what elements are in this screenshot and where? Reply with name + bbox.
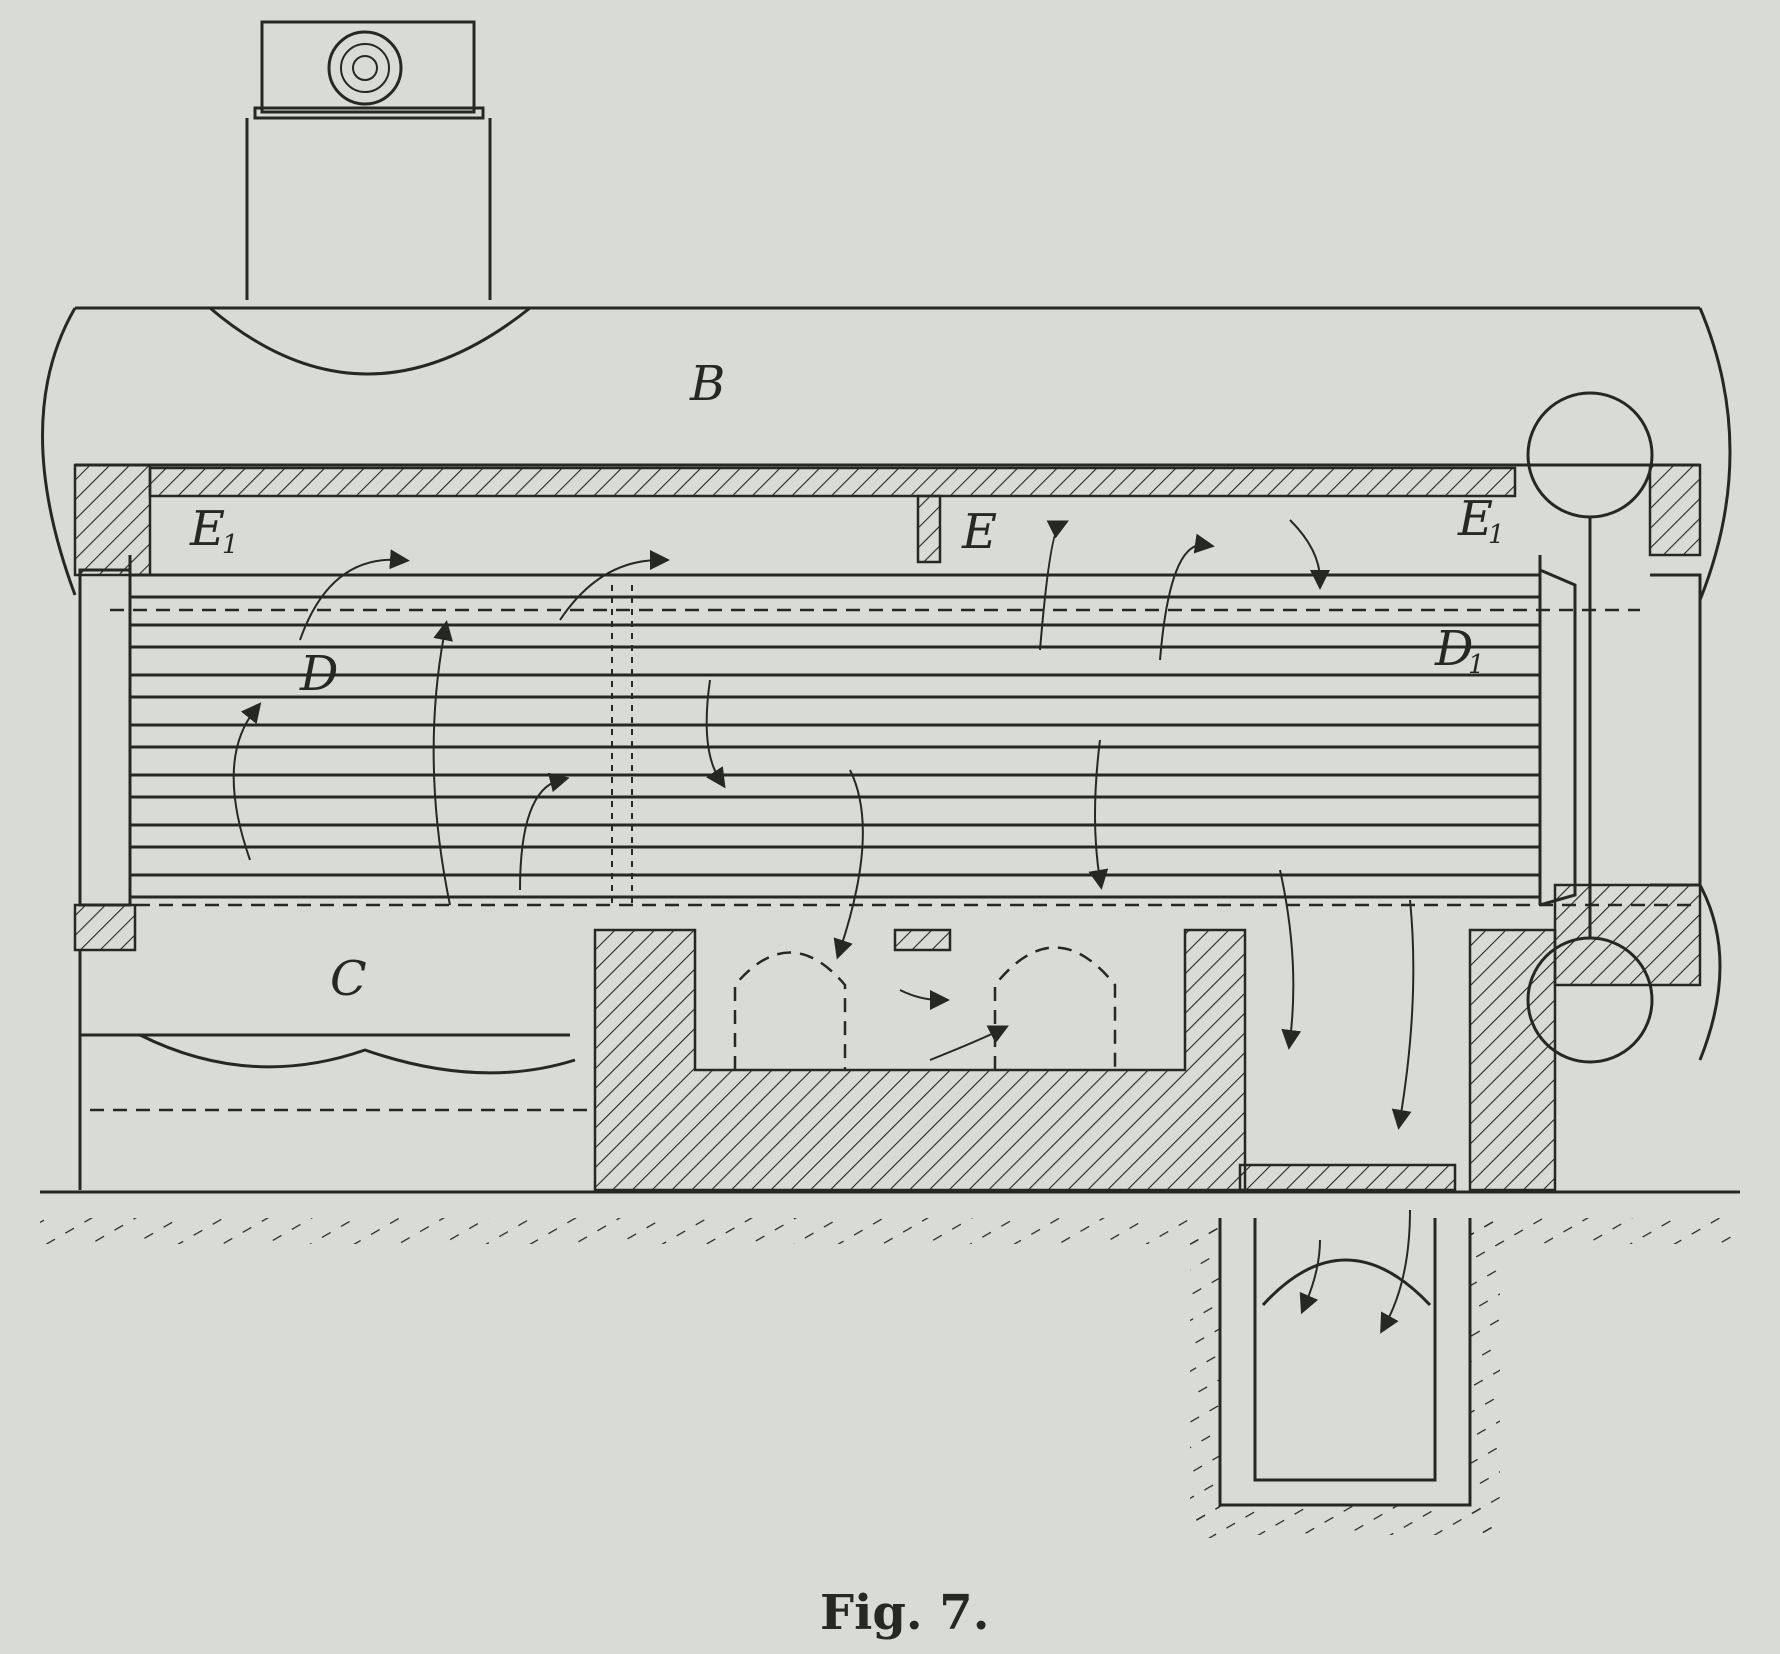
right-headers (1526, 391, 1722, 1064)
label-D: D (299, 646, 338, 702)
furnace-brickwork (73, 903, 1557, 1192)
water-tubes (90, 555, 1700, 907)
label-B: B (689, 356, 725, 412)
label-E1-left-sub: 1 (222, 530, 239, 560)
label-E1-right: E (1457, 491, 1493, 547)
gas-flow-arrows (232, 519, 1415, 1334)
tube-headers-left (78, 568, 1577, 907)
upper-drum-B (41, 306, 1732, 601)
grate-C (78, 950, 590, 1190)
label-E1-right-sub: 1 (1488, 520, 1505, 550)
label-D1-sub: 1 (1468, 650, 1485, 680)
steam-dome (209, 20, 531, 376)
foundation-and-flue (40, 1190, 1740, 1538)
label-E-middle: E (961, 504, 997, 560)
figure-caption: Fig. 7. (820, 1585, 990, 1641)
label-E1-left: E (189, 501, 225, 557)
label-D1: D (1434, 621, 1473, 677)
label-C: C (330, 951, 367, 1007)
